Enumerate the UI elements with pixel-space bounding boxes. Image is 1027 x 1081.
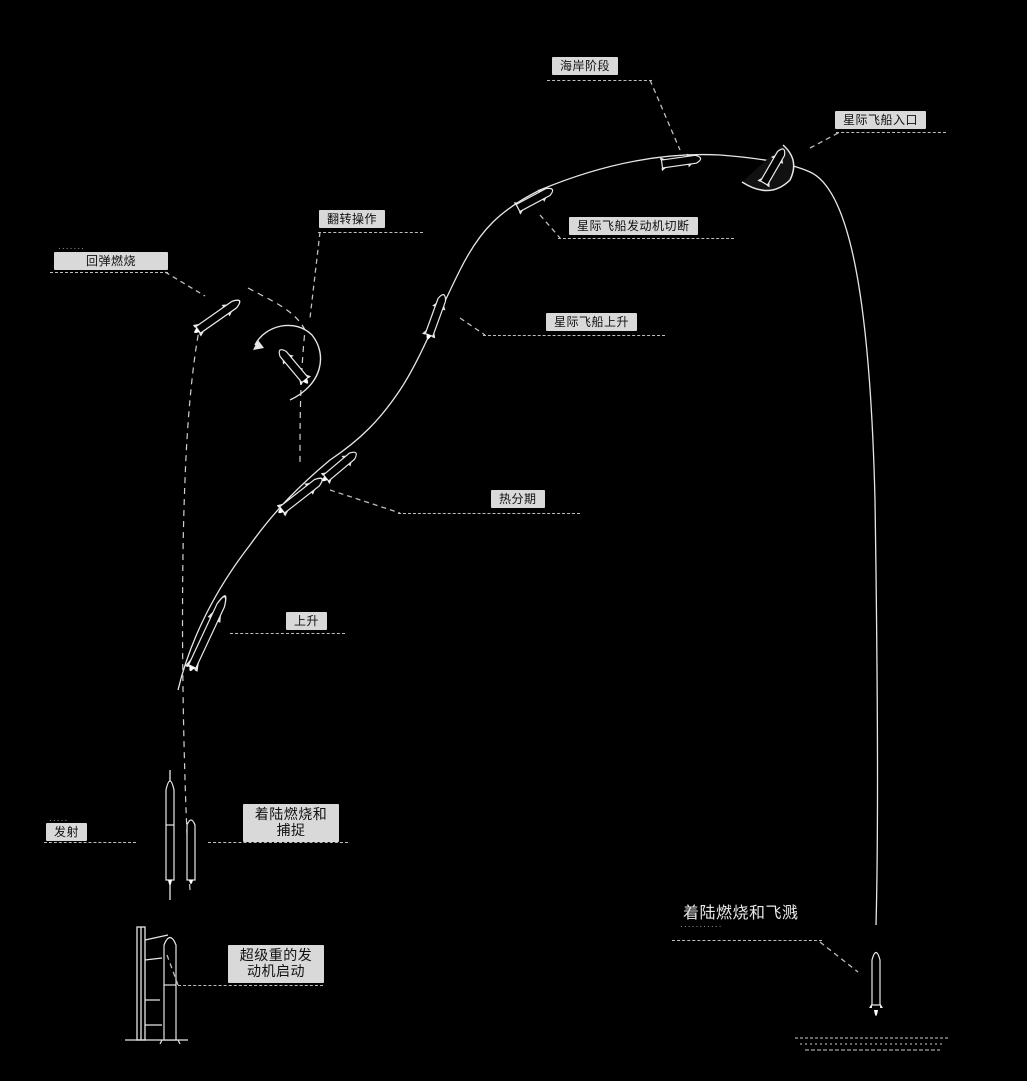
ground-icon — [795, 1037, 950, 1051]
leader-coast — [547, 80, 652, 81]
leader-ship-cutoff — [558, 238, 734, 239]
label-engine-start: 超级重的发动机启动 — [228, 945, 324, 983]
label-landing-splashdown: 着陆燃烧和飞溅 — [683, 903, 799, 922]
heat-shield-icon — [741, 144, 795, 192]
ship-ascent-icon — [421, 291, 451, 341]
splashdown-ship-icon — [869, 951, 883, 1016]
leader-ascent — [230, 633, 345, 634]
flip-trajectory — [247, 287, 306, 463]
label-flip-maneuver: 翻转操作 — [319, 210, 386, 228]
leader-flip — [318, 232, 423, 233]
flip-booster-icon — [273, 345, 312, 386]
leader-lines — [164, 79, 859, 986]
label-ship-ascent: 星际飞船上升 — [546, 313, 638, 331]
label-boostback-burn: 回弹燃烧 — [54, 252, 168, 270]
leader-ship-ascent — [483, 335, 665, 336]
label-coast-phase: 海岸阶段 — [552, 57, 619, 75]
ghost-text-boostback: ······· — [58, 246, 86, 252]
leader-ship-entry — [836, 132, 946, 133]
stack-on-pad — [159, 936, 181, 1045]
label-landing-burn-catch: 着陆燃烧和捕捉 — [243, 804, 339, 842]
label-ship-entry: 星际飞船入口 — [835, 111, 927, 129]
hot-staging-booster-icon — [275, 472, 327, 518]
leader-launch — [44, 842, 136, 843]
leader-hot-staging — [398, 513, 580, 514]
label-hot-staging: 热分期 — [491, 490, 545, 508]
label-ascent: 上升 — [286, 612, 328, 630]
leader-splashdown — [672, 940, 822, 941]
label-launch: 发射 — [46, 823, 88, 841]
leader-boostback — [50, 272, 168, 273]
leader-engine-start — [178, 985, 323, 986]
launch-tower-icon — [125, 926, 188, 1041]
ghost-text-splashdown: ··········· — [680, 924, 723, 930]
flip-arrow-icon — [253, 324, 322, 401]
booster-return-trajectory — [181, 324, 201, 891]
booster-icon — [186, 819, 196, 884]
launch-stack-icon — [165, 780, 175, 885]
label-ship-engine-cutoff: 星际飞船发动机切断 — [569, 217, 698, 235]
boostback-booster-icon — [192, 294, 245, 338]
ghost-text-launch: ····· — [49, 818, 69, 824]
leader-landing-catch — [208, 842, 348, 843]
ascent-rocket-icon — [183, 592, 233, 673]
ship-cutoff-icon — [513, 182, 557, 216]
